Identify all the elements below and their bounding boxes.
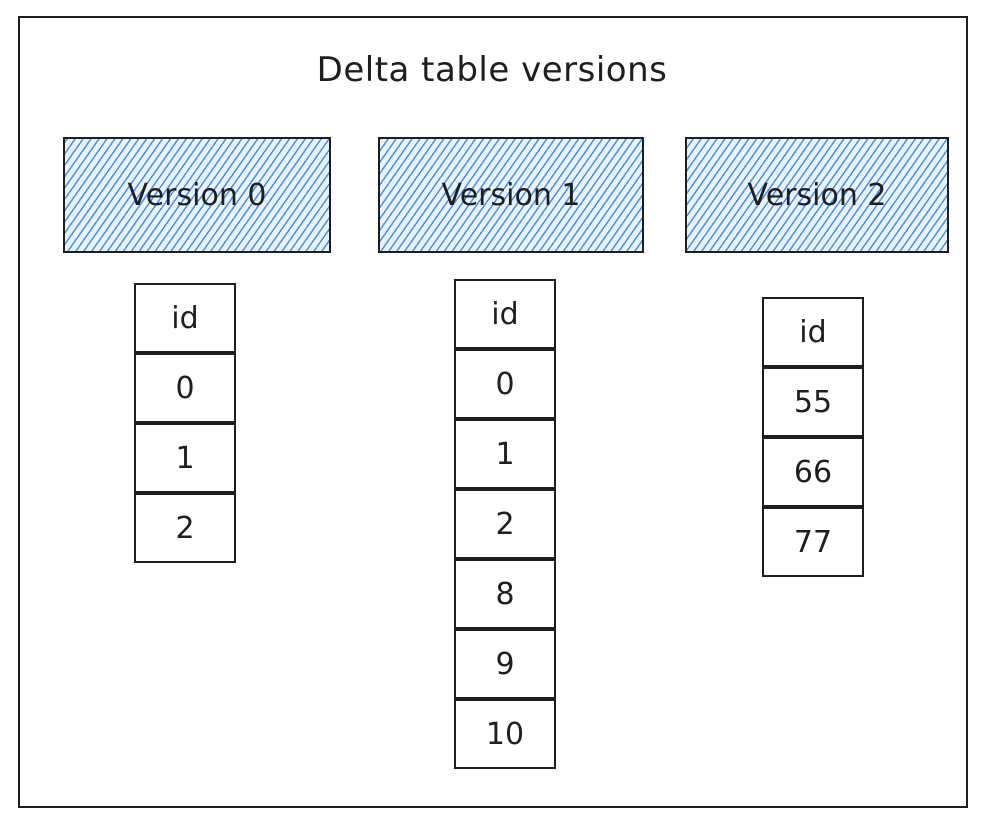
version-2-box: Version 2: [685, 137, 949, 253]
table-cell: 2: [454, 489, 556, 559]
table-header-cell: id: [134, 283, 236, 353]
version-0-label: Version 0: [127, 177, 267, 213]
version-2-label: Version 2: [747, 177, 887, 213]
table-cell: 1: [454, 419, 556, 489]
table-header-cell: id: [762, 297, 864, 367]
version-2-table: id 55 66 77: [762, 297, 864, 577]
version-1-box: Version 1: [378, 137, 644, 253]
table-cell: 2: [134, 493, 236, 563]
version-0-box: Version 0: [63, 137, 331, 253]
table-cell: 66: [762, 437, 864, 507]
table-cell: 77: [762, 507, 864, 577]
version-1-label: Version 1: [441, 177, 581, 213]
table-cell: 1: [134, 423, 236, 493]
appended-table-cell: 8: [454, 559, 556, 629]
appended-table-cell: 10: [454, 699, 556, 769]
diagram-title: Delta table versions: [316, 50, 668, 90]
version-0-table: id 0 1 2: [134, 283, 236, 563]
version-1-table: id 0 1 2 8 9 10: [454, 279, 556, 769]
appended-table-cell: 9: [454, 629, 556, 699]
table-cell: 55: [762, 367, 864, 437]
table-cell: 0: [134, 353, 236, 423]
table-header-cell: id: [454, 279, 556, 349]
diagram-frame: [18, 16, 968, 808]
table-cell: 0: [454, 349, 556, 419]
